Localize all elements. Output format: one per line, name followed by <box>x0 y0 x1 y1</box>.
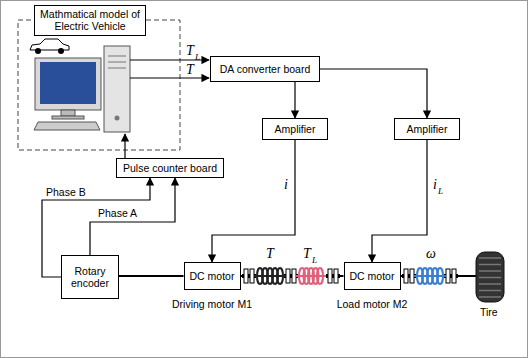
process-box: DA converter board <box>210 56 320 82</box>
symbol-label: T <box>266 247 274 261</box>
signal-arrow <box>294 82 295 118</box>
symbol-label: L <box>438 187 443 196</box>
tire-icon <box>476 252 504 302</box>
box-text: Amplifier <box>407 123 448 135</box>
symbol-label: ω <box>426 247 436 261</box>
process-box: DC motor <box>184 262 241 290</box>
symbol-label: T <box>186 63 194 77</box>
signal-label: Load motor M2 <box>327 298 417 310</box>
symbol-label: i <box>433 178 437 192</box>
symbol-label: T <box>186 44 194 58</box>
signal-arrow <box>90 178 175 255</box>
box-text: Rotary encoder <box>67 265 113 289</box>
signal-arrow <box>372 140 427 262</box>
box-text: Mathmatical model of Electric Vehicle <box>40 8 140 32</box>
signal-arrow <box>124 134 125 158</box>
process-box: Amplifier <box>394 118 460 140</box>
signal-label: Tire <box>480 306 498 318</box>
signal-arrow <box>212 140 295 262</box>
signal-arrow <box>320 69 427 118</box>
process-box: DC motor <box>344 262 401 290</box>
process-box: Rotary encoder <box>61 255 119 299</box>
box-text: Amplifier <box>275 123 316 135</box>
computer-icon <box>34 46 130 132</box>
symbol-label: i <box>284 178 288 192</box>
symbol-label: L <box>312 256 317 265</box>
process-box: Mathmatical model of Electric Vehicle <box>34 5 146 36</box>
shaft-line <box>119 275 184 277</box>
signal-label: Phase A <box>98 207 137 219</box>
signal-label: Driving motor M1 <box>167 298 257 310</box>
signal-label: Phase B <box>46 186 86 198</box>
process-box: Amplifier <box>262 118 328 140</box>
box-text: Pulse counter board <box>123 162 217 174</box>
car-icon <box>30 39 69 54</box>
process-box: Pulse counter board <box>116 158 224 178</box>
dashed-region <box>18 20 180 150</box>
box-text: DC motor <box>350 270 395 282</box>
box-text: DA converter board <box>220 63 310 75</box>
signal-arrow <box>130 77 209 78</box>
symbol-label: L <box>195 53 200 62</box>
box-text: DC motor <box>190 270 235 282</box>
couplings <box>242 268 458 284</box>
symbol-label: T <box>303 247 311 261</box>
